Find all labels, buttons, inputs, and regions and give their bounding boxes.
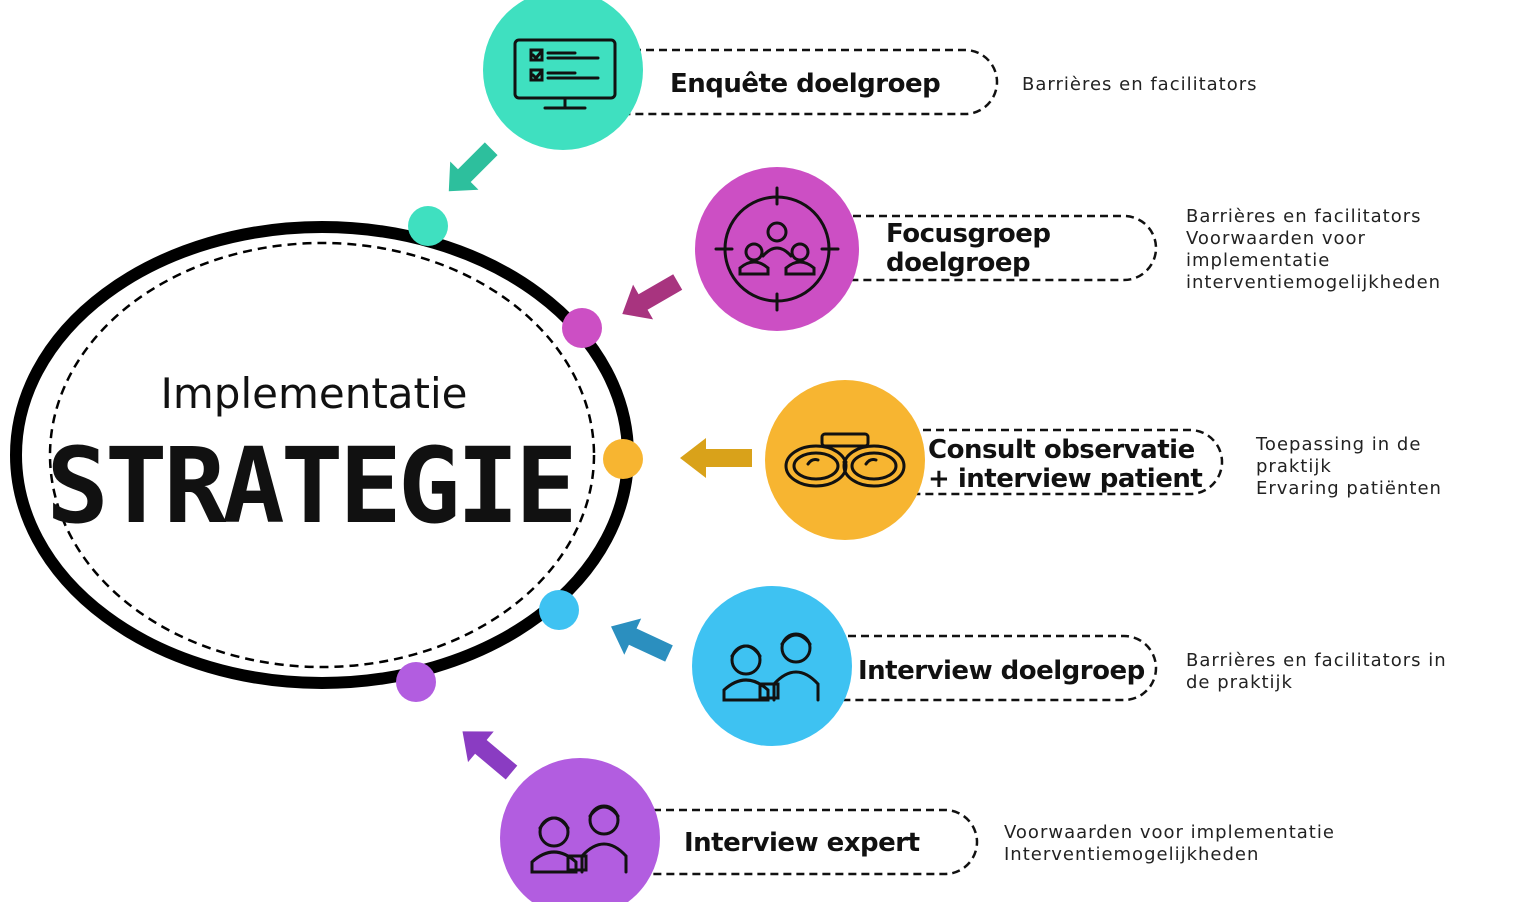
arrow-focusgroep: [622, 274, 683, 320]
dashed-pill: [910, 428, 1224, 496]
step-label: Interview expert: [684, 828, 920, 858]
step-focusgroep-doelgroep: Focusgroep doelgroep Barrières en facili…: [695, 167, 1441, 331]
two-people-icon: [722, 632, 820, 702]
step-outcome: Ervaring patiënten: [1256, 478, 1442, 499]
step-outcome: Barrières en facilitators: [1022, 74, 1258, 95]
step-outcome: Barrières en facilitators: [1186, 206, 1422, 227]
step-interview-expert: Interview expert Voorwaarden voor implem…: [500, 758, 1335, 902]
arrow-interview-expert: [462, 731, 518, 780]
step-label-line1: Consult observatie: [928, 435, 1195, 465]
ring-dot-enquete: [408, 206, 448, 246]
step-outcome: de praktijk: [1186, 672, 1293, 693]
node-circle: [483, 0, 643, 150]
binoculars-icon: [784, 432, 906, 488]
survey-monitor-icon: [513, 38, 617, 110]
step-outcome: praktijk: [1256, 456, 1332, 477]
step-label: Enquête doelgroep: [670, 69, 940, 99]
node-circle: [692, 586, 852, 746]
step-outcome: Voorwaarden voor: [1186, 228, 1366, 249]
dashed-pill: [620, 48, 999, 116]
arrow-enquete: [448, 142, 498, 192]
strategy-ring: Implementatie STRATEGIE: [10, 221, 634, 689]
inner-dashed-ring: [48, 241, 596, 669]
step-interview-doelgroep: Interview doelgroep Barrières en facilit…: [692, 586, 1447, 746]
ring-dot-consult: [603, 439, 643, 479]
step-outcome: implementatie: [1186, 250, 1330, 271]
dashed-pill: [640, 808, 979, 876]
center-title-big: STRATEGIE: [46, 425, 574, 547]
arrow-consult: [680, 438, 752, 478]
center-title-small: Implementatie: [160, 369, 467, 418]
step-outcome: Barrières en facilitators in: [1186, 650, 1447, 671]
step-outcome: interventiemogelijkheden: [1186, 272, 1441, 293]
step-outcome: Voorwaarden voor implementatie: [1004, 822, 1335, 843]
step-outcome: Interventiemogelijkheden: [1004, 844, 1259, 865]
step-label-line2: doelgroep: [886, 248, 1030, 278]
step-outcome: Toepassing in de: [1255, 434, 1421, 455]
step-label: Interview doelgroep: [858, 656, 1145, 686]
arrow-interview-doelgroep: [610, 618, 673, 662]
step-label-line1: Focusgroep: [886, 219, 1051, 249]
dashed-pill: [835, 634, 1158, 702]
step-consult-observatie: Consult observatie + interview patient T…: [765, 380, 1442, 540]
ring-dot-interview-expert: [396, 662, 436, 702]
node-circle: [500, 758, 660, 902]
focus-group-target-icon: [714, 186, 840, 312]
ring-dot-focusgroep: [562, 308, 602, 348]
step-enquete-doelgroep: Enquête doelgroep Barrières en facilitat…: [483, 0, 1258, 150]
two-people-icon: [530, 804, 628, 874]
ring-dot-interview-doelgroep: [539, 590, 579, 630]
step-label-line2: + interview patient: [928, 464, 1202, 494]
